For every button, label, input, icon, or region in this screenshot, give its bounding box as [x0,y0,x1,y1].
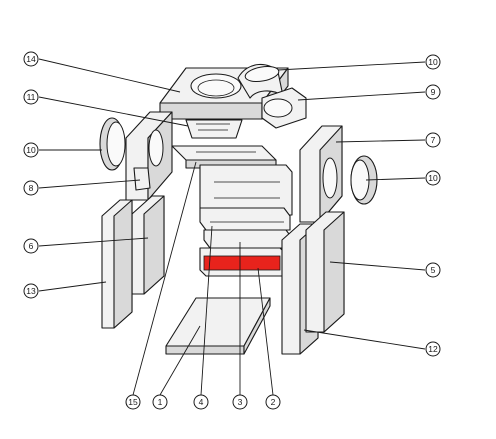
callout-5: 5 [425,262,441,278]
brick-4 [199,207,291,231]
brick-3 [203,229,293,249]
right-brick-5 [305,211,345,333]
highlighted-part [203,255,281,271]
callout-10-right: 10 [425,170,441,186]
callout-4-label: 4 [199,397,204,407]
callout-1: 1 [152,394,168,410]
deflector-part [185,119,243,139]
callout-14-label: 14 [26,54,36,64]
callout-2: 2 [265,394,281,410]
callout-5-label: 5 [431,265,436,275]
leader-lines [38,58,426,396]
callout-2-label: 2 [271,397,276,407]
left-brick-13 [101,199,133,329]
callout-10-left: 10 [23,142,39,158]
callout-6-label: 6 [29,241,34,251]
callout-12-label: 12 [428,344,438,354]
callout-15-label: 15 [128,397,138,407]
callout-9: 9 [425,84,441,100]
callout-11: 11 [23,89,39,105]
callout-4: 4 [193,394,209,410]
callout-7-label: 7 [431,135,436,145]
callout-6: 6 [23,238,39,254]
floor-plate [165,297,271,355]
callout-13-label: 13 [26,286,36,296]
callout-8: 8 [23,180,39,196]
callout-10-left-label: 10 [26,145,36,155]
left-round-cover [99,117,126,171]
callout-1-label: 1 [158,397,163,407]
callout-13: 13 [23,283,39,299]
right-side-plate [299,125,343,223]
callout-7: 7 [425,132,441,148]
callout-10-right-label: 10 [428,173,438,183]
callout-8-label: 8 [29,183,34,193]
brick-2-highlighted [199,247,287,277]
callout-3: 3 [232,394,248,410]
callout-3-label: 3 [238,397,243,407]
connector-part [261,87,307,129]
callout-10-top: 10 [425,54,441,70]
callout-12: 12 [425,341,441,357]
left-bracket [133,167,151,191]
callout-9-label: 9 [431,87,436,97]
right-round-cover [350,155,378,205]
callout-14: 14 [23,51,39,67]
callout-10-top-label: 10 [428,57,438,67]
left-brick-6 [131,195,165,295]
callout-11-label: 11 [27,92,36,102]
callout-15: 15 [125,394,141,410]
